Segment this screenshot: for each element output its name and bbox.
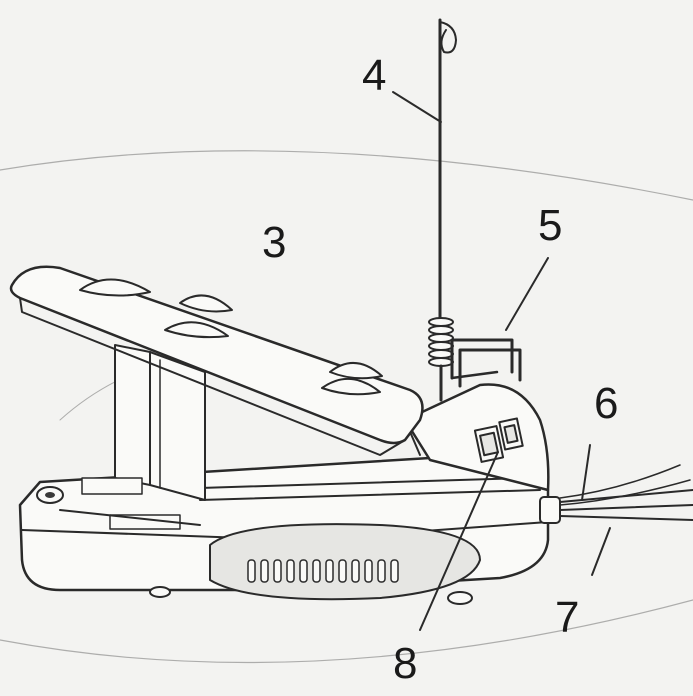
callout-6: 6 bbox=[594, 379, 618, 428]
callout-3: 3 bbox=[262, 218, 286, 267]
callout-7: 7 bbox=[555, 593, 579, 642]
pole-bracket bbox=[450, 338, 522, 388]
callout-8: 8 bbox=[393, 639, 417, 688]
cables bbox=[539, 464, 693, 524]
callout-5: 5 bbox=[538, 201, 562, 250]
callout-4: 4 bbox=[362, 51, 386, 100]
vent-housing bbox=[209, 523, 481, 601]
connector-ports bbox=[473, 417, 524, 463]
pedal-plate bbox=[9, 265, 424, 456]
leader-lines bbox=[392, 91, 611, 631]
pedal-support bbox=[59, 344, 206, 530]
